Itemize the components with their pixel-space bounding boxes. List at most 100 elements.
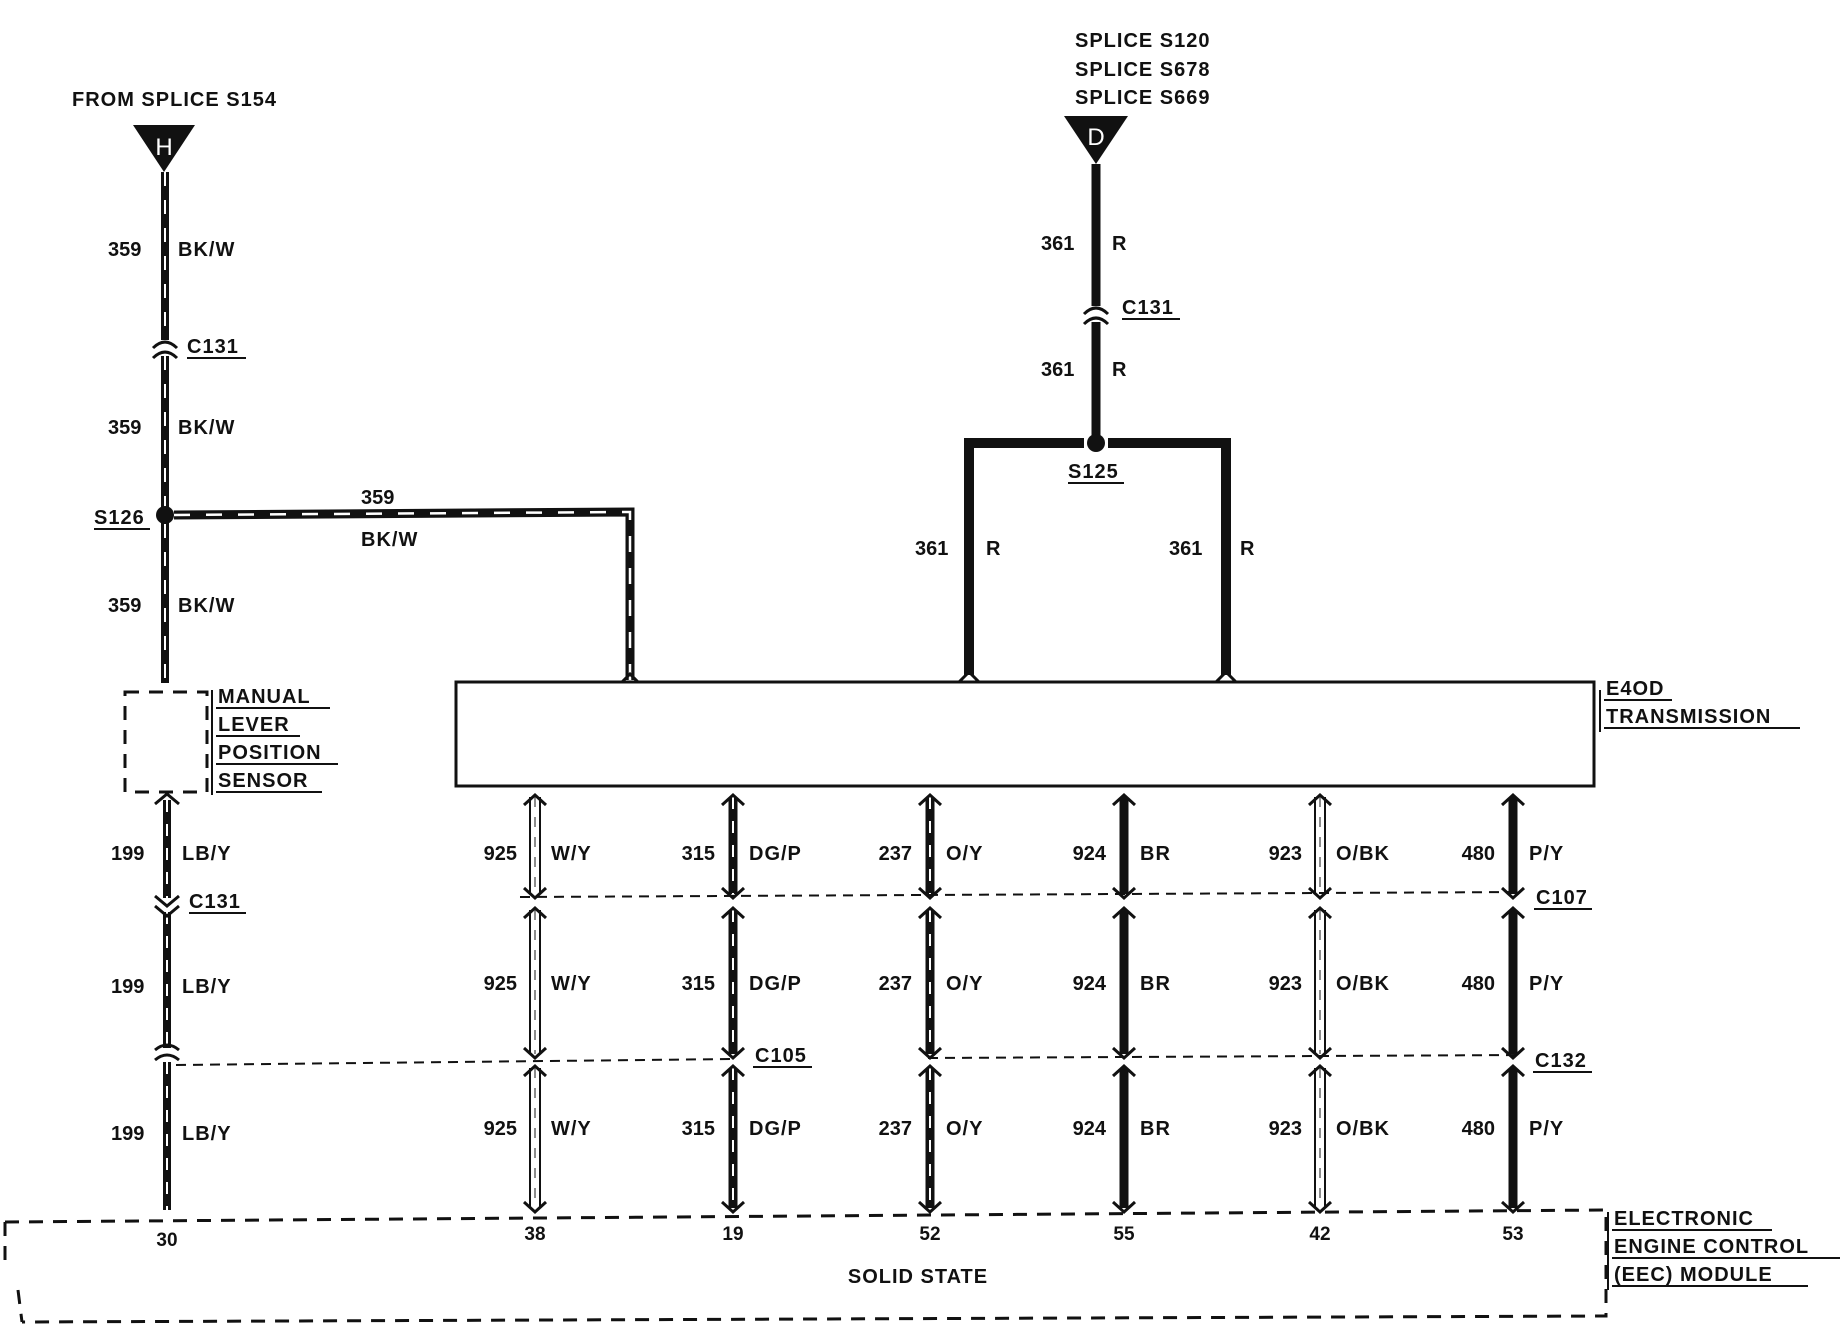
harness-circuit-315-0: 315 [682,843,715,865]
harness-circuit-925-1: 925 [484,973,517,995]
c105-label: C105 [755,1045,807,1067]
mlps-line-4: SENSOR [218,770,308,792]
c131-connector-359 [151,340,179,360]
splice-s126-dot [156,506,174,524]
harness-color-925-1: W/Y [551,973,592,995]
harness-circuit-923-0: 923 [1269,843,1302,865]
harness-circuit-924-1: 924 [1073,973,1107,995]
transmission-line-2: TRANSMISSION [1606,706,1771,728]
harness-color-924-2: BR [1140,1118,1171,1140]
color-359-a: BK/W [178,239,235,261]
circuit-199-c: 199 [111,1123,144,1145]
color-361-b: R [1112,359,1127,381]
color-361-c: R [986,538,1001,560]
harness-color-315-2: DG/P [749,1118,802,1140]
color-199-c: LB/Y [182,1123,232,1145]
mlps-line-1: MANUAL [218,686,311,708]
circuit-361-a: 361 [1041,233,1074,255]
harness-circuit-925-2: 925 [484,1118,517,1140]
harness-circuit-925-0: 925 [484,843,517,865]
circuit-359-b: 359 [108,417,141,439]
harness-color-315-1: DG/P [749,973,802,995]
eec-pin-38: 38 [524,1224,545,1245]
harness-color-923-1: O/BK [1336,973,1390,995]
eec-inner-label: SOLID STATE [848,1266,988,1288]
splice-s126-label: S126 [94,507,145,529]
color-359-branch: BK/W [361,529,418,551]
harness-color-237-2: O/Y [946,1118,983,1140]
splice-line-3: SPLICE S669 [1075,87,1211,109]
c132-label: C132 [1535,1050,1587,1072]
harness-color-315-0: DG/P [749,843,802,865]
harness-circuit-237-0: 237 [879,843,912,865]
circuit-361-b: 361 [1041,359,1074,381]
eec-pin-30: 30 [156,1230,177,1251]
harness-circuit-480-0: 480 [1462,843,1495,865]
eec-line-3: (EEC) MODULE [1614,1264,1773,1286]
harness-circuit-924-0: 924 [1073,843,1107,865]
harness-circuit-315-2: 315 [682,1118,715,1140]
color-359-c: BK/W [178,595,235,617]
harness-color-237-1: O/Y [946,973,983,995]
eec-pin-42: 42 [1309,1224,1330,1245]
harness-color-923-0: O/BK [1336,843,1390,865]
harness-color-924-0: BR [1140,843,1171,865]
circuit-199-a: 199 [111,843,144,865]
c105-dashed-line [175,1058,736,1066]
mlps-line-3: POSITION [218,742,322,764]
splice-line-2: SPLICE S678 [1075,59,1211,81]
wire-199 [154,792,180,1210]
harness-color-480-2: P/Y [1529,1118,1564,1140]
harness-color-237-0: O/Y [946,843,983,865]
connector-d-triangle [1064,116,1128,164]
mlps-box [123,690,209,794]
harness-color-480-0: P/Y [1529,843,1564,865]
color-361-d: R [1240,538,1255,560]
c107-label: C107 [1536,887,1588,909]
circuit-359-c: 359 [108,595,141,617]
harness-color-480-1: P/Y [1529,973,1564,995]
mlps-line-2: LEVER [218,714,290,736]
circuit-361-c: 361 [915,538,948,560]
splice-s125-dot [1087,434,1105,452]
circuit-359-a: 359 [108,239,141,261]
harness-circuit-315-1: 315 [682,973,715,995]
harness-circuit-480-2: 480 [1462,1118,1495,1140]
wire-361-branches [957,438,1238,684]
wire-361-top [1082,164,1110,440]
c131-label-199: C131 [189,891,241,913]
splice-s125-label: S125 [1068,461,1119,483]
c131-label-359: C131 [187,336,239,358]
harness-circuit-923-1: 923 [1269,973,1302,995]
transmission-line-1: E4OD [1606,678,1664,700]
circuit-199-b: 199 [111,976,144,998]
eec-pin-55: 55 [1113,1224,1135,1245]
c107-dashed-line [519,891,1521,898]
connector-h-letter: H [155,134,172,161]
connector-d-letter: D [1087,124,1104,151]
c132-dashed-line [927,1054,1521,1059]
circuit-361-d: 361 [1169,538,1202,560]
c131-label-361: C131 [1122,297,1174,319]
from-splice-label: FROM SPLICE S154 [72,89,277,111]
eec-module-box [3,1208,1608,1324]
circuit-359-branch: 359 [361,487,394,509]
harness-color-925-0: W/Y [551,843,592,865]
harness-circuit-237-2: 237 [879,1118,912,1140]
harness-color-923-2: O/BK [1336,1118,1390,1140]
color-361-a: R [1112,233,1127,255]
eec-pin-53: 53 [1502,1224,1523,1245]
eec-line-2: ENGINE CONTROL [1614,1236,1809,1258]
harness-circuit-480-1: 480 [1462,973,1495,995]
wire-359-branch [173,507,635,680]
eec-pin-19: 19 [722,1224,743,1245]
harness-circuit-237-1: 237 [879,973,912,995]
color-199-b: LB/Y [182,976,232,998]
color-199-a: LB/Y [182,843,232,865]
harness-color-924-1: BR [1140,973,1171,995]
